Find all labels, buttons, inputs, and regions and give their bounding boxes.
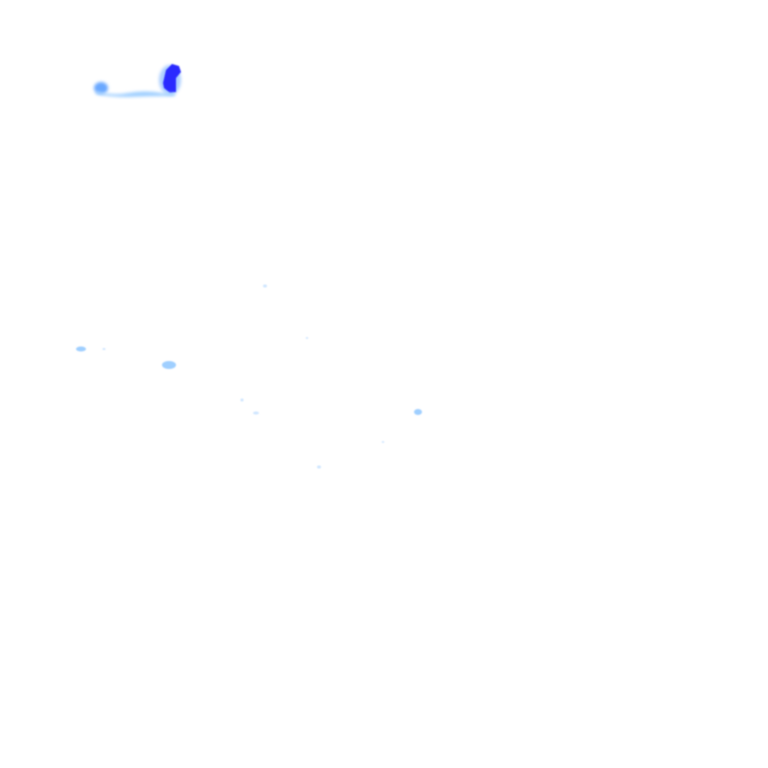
echo-cell-faint bbox=[263, 284, 267, 288]
echo-cell-faint bbox=[317, 465, 321, 469]
echo-cell-faint bbox=[102, 348, 106, 350]
echo-cell-faint bbox=[305, 337, 309, 339]
echo-cell-faint bbox=[240, 398, 244, 402]
echo-cell-light bbox=[96, 91, 175, 97]
echo-cell-light bbox=[162, 361, 176, 369]
echo-cell-faint bbox=[381, 441, 385, 443]
echo-cell-intense bbox=[163, 64, 181, 93]
echo-cell-faint bbox=[253, 411, 259, 415]
echo-cell-light bbox=[76, 346, 86, 352]
echo-cell-light bbox=[414, 409, 422, 415]
echo-cell-medium bbox=[94, 82, 108, 94]
echo-cells-group bbox=[76, 64, 422, 469]
